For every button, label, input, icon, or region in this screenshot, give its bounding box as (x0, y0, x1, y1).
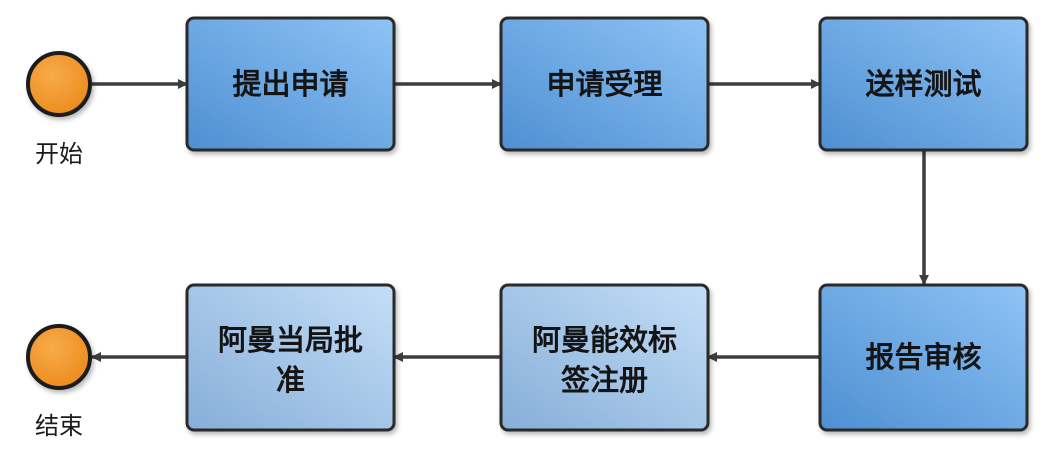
step-box (499, 283, 710, 432)
step-label-line-2: 准 (276, 363, 305, 397)
step-application-acceptance: 申请受理 (499, 16, 710, 152)
step-box (185, 16, 396, 152)
step-box (818, 16, 1029, 152)
step-label-line-1: 阿曼能效标 (532, 323, 677, 357)
step-report-review: 报告审核 (818, 283, 1029, 432)
step-label-line-2: 签注册 (561, 363, 648, 397)
step-label-line-1: 阿曼当局批 (218, 323, 363, 357)
step-box (818, 283, 1029, 432)
end-event: 结束 (26, 324, 92, 440)
step-oman-energy-label-registration: 阿曼能效标 签注册 (499, 283, 710, 432)
step-submit-application: 提出申请 (185, 16, 396, 152)
step-label: 提出申请 (232, 67, 348, 101)
step-oman-authority-approval: 阿曼当局批 准 (185, 283, 396, 432)
end-circle (26, 324, 92, 390)
step-label: 报告审核 (865, 340, 981, 374)
step-box (185, 283, 396, 432)
start-label: 开始 (35, 140, 83, 168)
start-circle (26, 51, 92, 117)
start-event: 开始 (26, 51, 92, 168)
connectors (91, 79, 929, 362)
step-sample-testing: 送样测试 (818, 16, 1029, 152)
step-label: 申请受理 (546, 67, 662, 101)
step-box (499, 16, 710, 152)
step-label: 送样测试 (865, 67, 981, 101)
end-label: 结束 (35, 412, 83, 440)
